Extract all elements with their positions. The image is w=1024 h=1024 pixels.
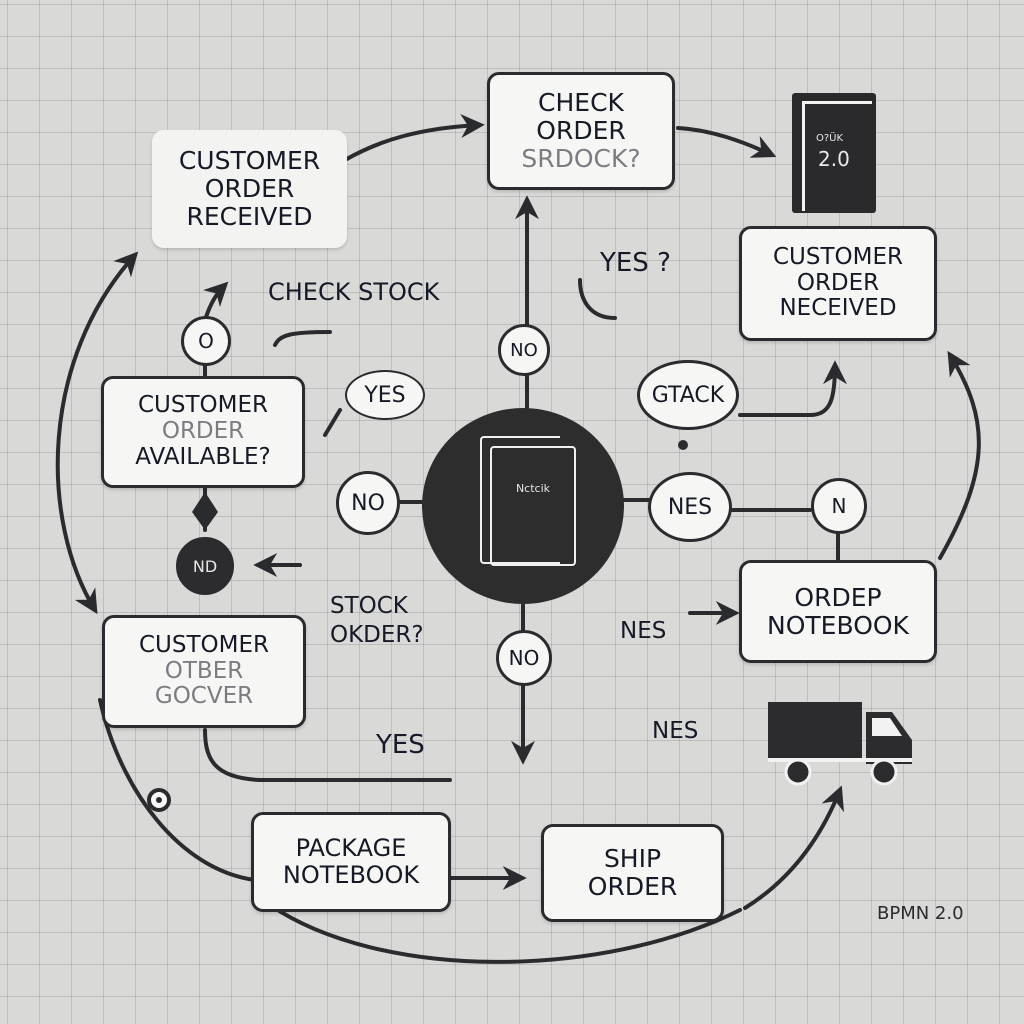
label-check-stock: CHECK STOCK [268,278,440,306]
standard-label: BPMN 2.0 [877,903,964,924]
flow-ship-to-truck [743,785,845,910]
flow-right-loop [938,350,981,560]
task-customer-order-cover[interactable]: CUSTOMER OTBER GOCVER [102,615,306,728]
label-yes-question: YES ? [600,248,671,278]
truck-icon [768,702,912,786]
flow-received-to-check [343,113,485,162]
diamond-marker-available [192,492,218,530]
flow-check-stock-bracket [273,330,332,347]
task-order-notebook[interactable]: ORDEP NOTEBOOK [739,560,937,663]
book-icon: O?ÜK 2.0 [792,93,876,213]
flow-cover-down [203,728,452,782]
gateway-no-left[interactable]: NO [336,471,400,535]
flow-left-loop [55,251,139,615]
flow-yes-connector [323,408,342,437]
gateway-yes-left[interactable]: YES [345,370,425,420]
task-check-order-stock[interactable]: CHECK ORDER SRDOCK? [487,72,675,190]
flow-gtack-to-received [738,360,847,417]
gateway-dark-no[interactable]: ND [176,537,234,595]
gateway-no-bottom[interactable]: NO [496,630,552,686]
dot-marker-gtack [678,440,688,450]
task-customer-order-received-top-left[interactable]: CUSTOMER ORDER RECEIVED [152,130,347,248]
flow-check-to-book [676,126,777,158]
label-stock-order: STOCK OKDER? [330,593,424,648]
label-nes-bottom: NES [652,718,699,744]
gateway-o[interactable]: O [181,316,231,366]
flow-bottom-arc [268,903,742,964]
task-package-notebook[interactable]: PACKAGE NOTEBOOK [251,812,451,912]
gateway-no-top[interactable]: NO [498,324,550,376]
task-ship-order[interactable]: SHIP ORDER [541,824,724,922]
gateway-gtack[interactable]: GTACK [637,360,739,430]
label-nes-middle: NES [620,618,667,644]
task-customer-order-available[interactable]: CUSTOMER ORDER AVAILABLE? [101,376,305,488]
label-yes-bottom: YES [376,730,425,760]
gateway-nes-right[interactable]: NES [648,472,732,542]
flow-bottom-loop [98,698,257,882]
gateway-n-right[interactable]: N [811,478,867,534]
task-customer-order-received-right[interactable]: CUSTOMER ORDER NECEIVED [739,226,937,341]
notebook-icon: Nctcik [480,436,576,566]
flow-yes-q-bracket [578,278,617,320]
flow-o-up [202,281,229,322]
